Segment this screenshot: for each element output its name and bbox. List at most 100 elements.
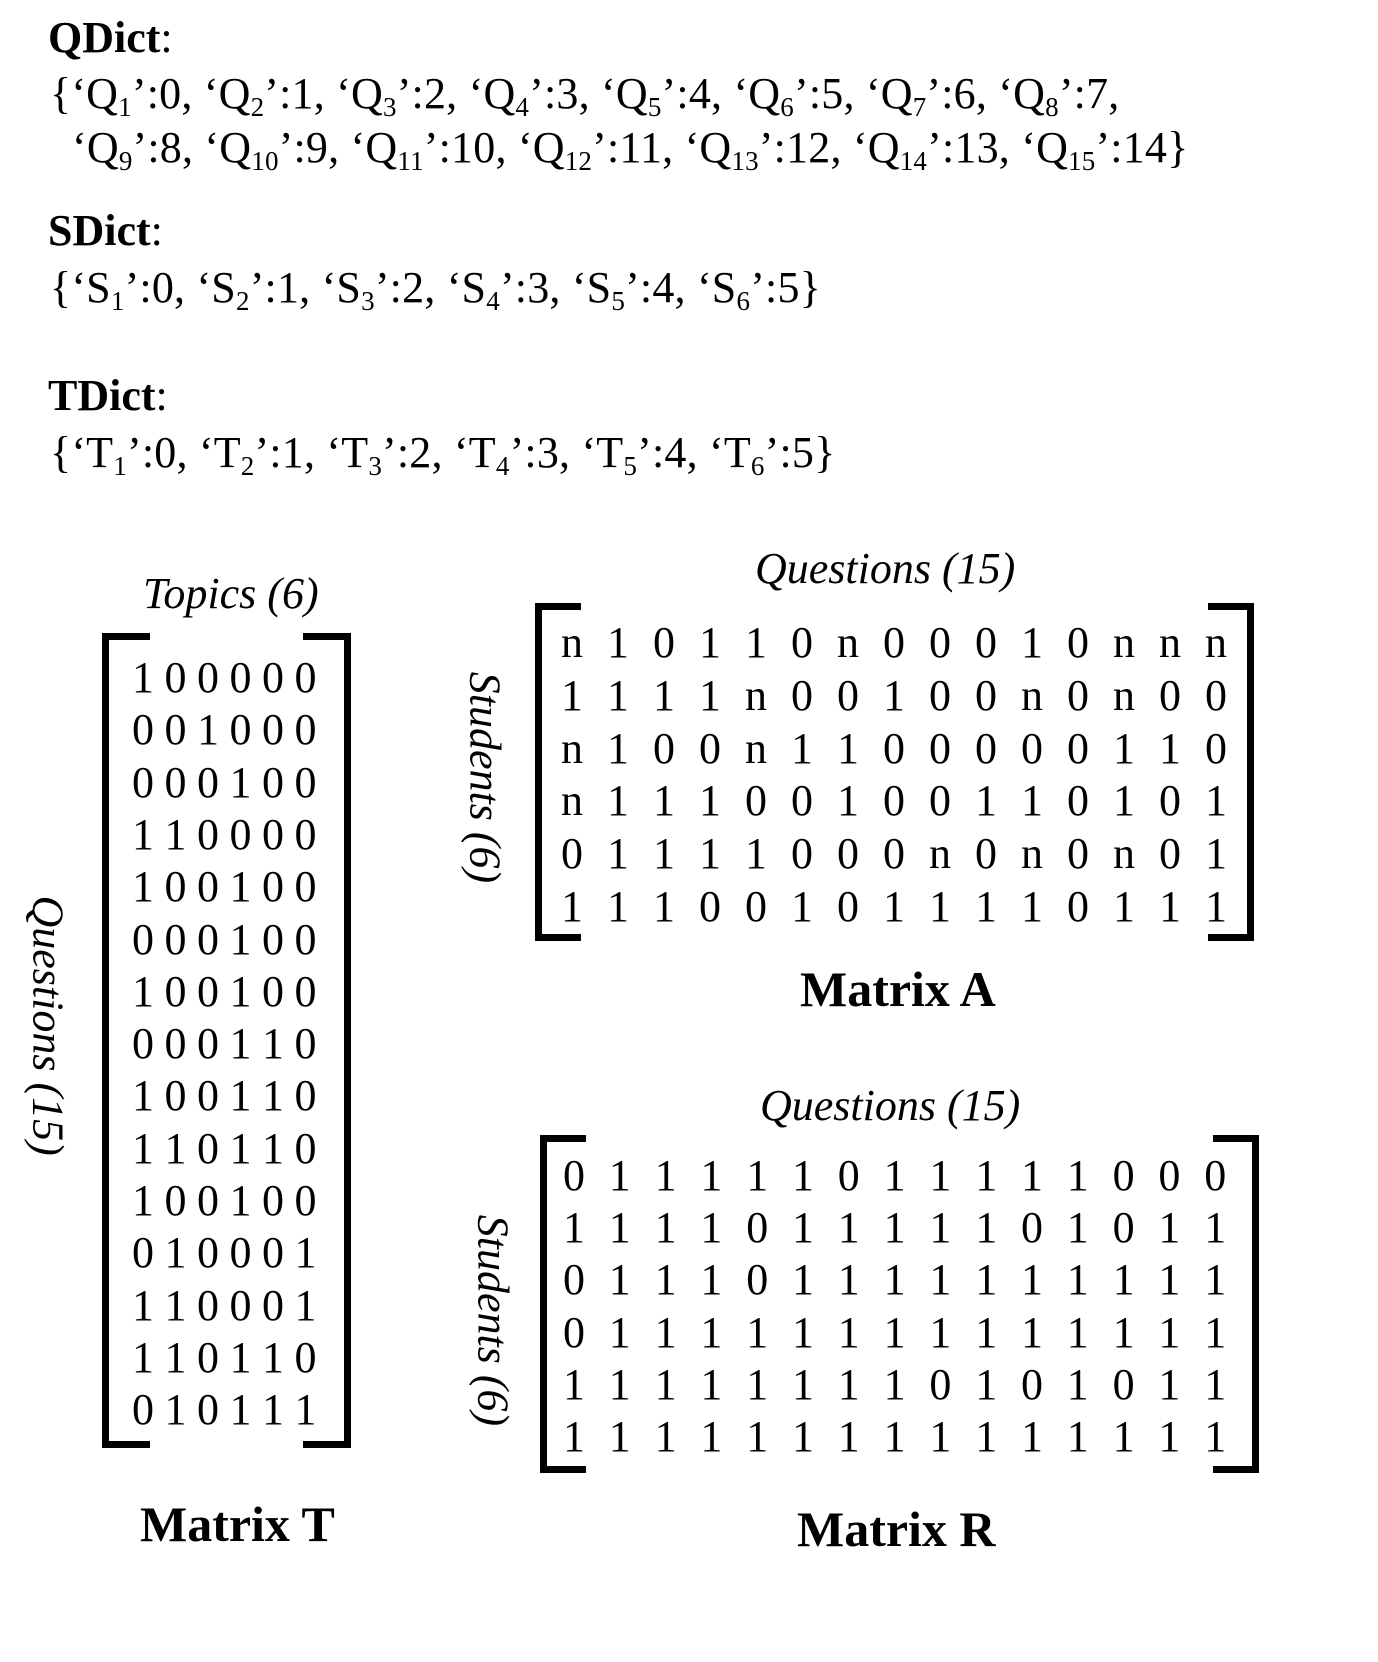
matrix-r-cell: 0 [563,1255,585,1305]
matrix-t-cell: 1 [229,966,252,1016]
qdict-entry: ‘Q2’:1, [203,69,325,121]
matrix-a-cell: 1 [607,618,629,667]
tdict-value: ’:3, [509,428,571,477]
matrix-a-cell: n [1159,618,1181,667]
qdict-entry: ‘Q6’:5, [733,69,854,121]
matrix-t-cell: 1 [132,1071,154,1121]
matrix-a-cell: 0 [791,670,813,720]
matrix-a-row-label: Students (6) [460,671,510,884]
matrix-r-cell: 1 [654,1359,677,1409]
qdict-subscript: 13 [731,146,759,176]
matrix-t-cell: 0 [164,1071,187,1121]
tdict-subscript: 2 [240,451,255,481]
qdict-value: ’:1, [264,69,325,118]
matrix-t-cell: 0 [197,1176,219,1225]
matrix-a-cell: n [1113,829,1135,879]
matrix-r-right-bracket [1213,1135,1259,1473]
matrix-t-cell: 0 [262,757,284,807]
matrix-a-cell: 1 [883,670,905,720]
qdict-key: ‘Q [852,123,900,172]
matrix-a-cell: 0 [653,618,675,667]
matrix-r-cell: 1 [975,1255,998,1305]
matrix-r-cell: 0 [1158,1151,1181,1200]
matrix-r-cell: 1 [883,1203,906,1253]
matrix-t-cell: 0 [294,914,317,964]
matrix-a-cell: 0 [1205,723,1227,773]
matrix-t-cell: 1 [164,1123,187,1173]
tdict-key: ‘T [71,428,114,477]
qdict-line-1: {‘Q1’:0, ‘Q2’:1, ‘Q3’:2, ‘Q4’:3, ‘Q5’:4,… [50,68,1120,121]
sdict-subscript: 2 [235,286,250,316]
matrix-t-cell: 1 [229,1019,252,1069]
sdict-value: ’:4, [625,263,686,312]
matrix-a-cell: 1 [607,670,629,720]
tdict-value: ’:5 [764,428,815,477]
matrix-r-cell: 1 [929,1203,952,1253]
matrix-a-cell: 1 [975,776,997,826]
matrix-r-cell: 1 [1204,1412,1227,1461]
matrix-t-cell: 1 [132,1176,154,1225]
matrix-t-cell: 0 [294,1332,317,1382]
matrix-a-cell: n [745,670,767,720]
sdict-entry: ‘S5’:4, [572,263,686,315]
matrix-a-right-bracket [1208,603,1254,941]
matrix-t-cell: 0 [262,809,284,859]
matrix-t-cell: 0 [164,757,187,807]
matrix-t-cell: 1 [262,1385,284,1435]
sdict-subscript: 1 [110,286,125,316]
qdict-entry: ‘Q12’:11, [518,123,673,175]
matrix-r-cell: 1 [563,1359,585,1409]
matrix-r-cell: 0 [1204,1151,1227,1200]
matrix-r-cell: 1 [792,1255,814,1305]
tdict-value: ’:4, [637,428,698,477]
matrix-a-cell: 0 [1067,829,1089,879]
matrix-r-cell: 1 [1021,1307,1043,1357]
matrix-r-cell: 0 [746,1203,769,1253]
matrix-r-cell: 1 [700,1151,723,1200]
matrix-r-cell: 1 [608,1412,631,1461]
matrix-r-cell: 1 [929,1151,952,1200]
matrix-t-cell: 0 [197,1019,219,1069]
matrix-t-cell: 0 [294,1176,317,1225]
matrix-a-cell: 1 [607,776,629,826]
tdict-entry: ‘T1’:0, [71,428,187,480]
matrix-t-cell: 1 [262,1071,284,1121]
tdict-key: ‘T [708,428,751,477]
matrix-r-cell: 1 [608,1151,631,1200]
matrix-t-cell: 0 [197,862,219,912]
sdict-value: ’:1, [249,263,311,312]
matrix-a-cell: 1 [653,882,675,931]
matrix-a-cell: 0 [1159,829,1181,879]
matrix-a-cell: n [561,776,583,826]
sdict-open-brace: { [50,263,72,312]
matrix-a-cell: 0 [745,776,767,826]
matrix-t-cell: 1 [197,705,219,755]
matrix-r-cell: 0 [1112,1151,1135,1200]
matrix-r-cell: 0 [929,1359,952,1409]
qdict-entry: ‘Q15’:14 [1021,123,1167,175]
matrix-a-cell: 0 [975,670,997,720]
tdict-subscript: 5 [623,451,638,481]
matrix-r-cell: 1 [1112,1412,1135,1461]
matrix-t-cell: 0 [262,705,284,755]
matrix-a-cell: n [837,618,859,667]
matrix-a-cell: 0 [745,882,767,931]
matrix-t-cell: 0 [294,966,317,1016]
matrix-r-cell: 1 [1158,1359,1181,1409]
matrix-r-cell: 1 [1112,1255,1135,1305]
matrix-a-cell: 1 [561,882,583,931]
matrix-a-cell: 0 [561,829,583,879]
matrix-r-cell: 1 [700,1255,723,1305]
matrix-a-cell: 1 [745,829,767,879]
matrix-a-cell: 0 [929,670,951,720]
matrix-t-cell: 0 [132,1019,154,1069]
qdict-subscript: 10 [251,146,279,176]
matrix-t-cell: 0 [164,914,187,964]
qdict-subscript: 9 [118,146,133,176]
matrix-a-cell: 0 [1021,723,1043,773]
matrix-t-right-bracket [303,633,351,1448]
matrix-a-cell: 0 [837,882,859,931]
qdict-key: ‘Q [203,69,251,118]
matrix-a-cell: 1 [837,723,859,773]
qdict-value: ’:9, [278,123,340,172]
